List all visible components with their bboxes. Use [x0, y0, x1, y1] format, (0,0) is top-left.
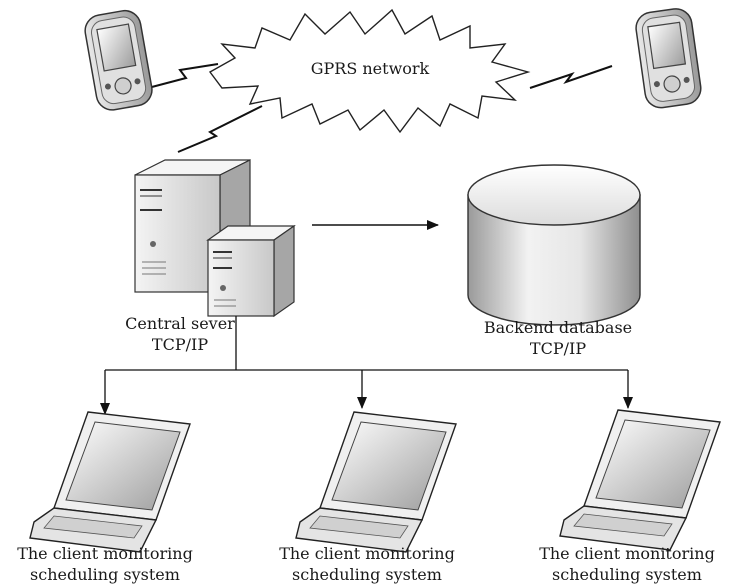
laptop-icon [559, 409, 721, 551]
client-label-line1: The client monitoring [17, 544, 193, 563]
client-connector-tree [100, 316, 633, 415]
wireless-link-left [147, 63, 219, 89]
central-server-label: Central sever TCP/IP [110, 313, 250, 355]
database-label: Backend database TCP/IP [478, 317, 638, 359]
central-server-name: Central sever [125, 314, 235, 333]
database-name: Backend database [483, 318, 633, 337]
client-label-line2: scheduling system [552, 565, 702, 584]
client-label: The client monitoring scheduling system [0, 543, 210, 585]
database-icon [467, 164, 641, 326]
client-label-line1: The client monitoring [539, 544, 715, 563]
central-server-protocol: TCP/IP [151, 335, 209, 354]
client-label-line2: scheduling system [292, 565, 442, 584]
client-label-line2: scheduling system [30, 565, 180, 584]
laptop-icon [295, 411, 457, 553]
server-icon [134, 159, 296, 318]
laptop-icon [29, 411, 191, 553]
wireless-link-right [529, 65, 613, 89]
wireless-link-server [177, 105, 263, 153]
gprs-cloud [208, 8, 531, 134]
gprs-network-label: GPRS network [310, 59, 430, 78]
database-protocol: TCP/IP [529, 339, 587, 358]
mobile-phone-icon [84, 9, 153, 111]
client-label: The client monitoring scheduling system [522, 543, 732, 585]
client-label-line1: The client monitoring [279, 544, 455, 563]
mobile-phone-icon [635, 8, 702, 109]
client-label: The client monitoring scheduling system [262, 543, 472, 585]
